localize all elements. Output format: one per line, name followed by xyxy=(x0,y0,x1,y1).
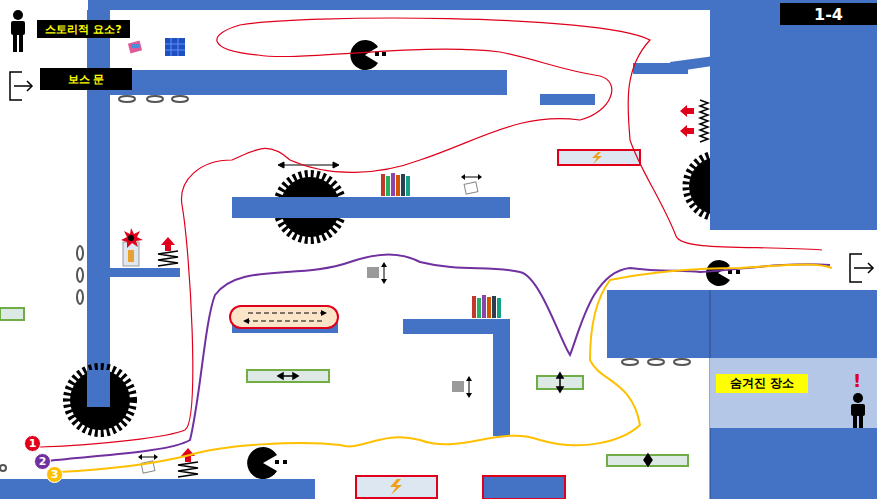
conveyor xyxy=(230,306,338,328)
bomb-item xyxy=(121,228,143,266)
callout-number: 1 xyxy=(24,435,41,452)
story-tag: 스토리적 요소? xyxy=(37,20,130,38)
level-number: 1-4 xyxy=(780,3,877,25)
alert-mark: ! xyxy=(853,370,861,391)
note-items xyxy=(138,174,482,473)
crowd xyxy=(381,173,501,318)
story-items xyxy=(128,38,185,56)
node-text: 3 xyxy=(51,468,59,481)
boss-door-tag: 보스 문 xyxy=(40,68,132,90)
node-text: 1-4 xyxy=(814,5,843,24)
pacman-enemies xyxy=(247,40,740,479)
node-text: 스토리적 요소? xyxy=(45,22,121,37)
platform-arrows xyxy=(278,373,652,466)
exit-icons xyxy=(10,72,873,282)
gray-blocks xyxy=(367,262,472,398)
route-lines xyxy=(40,18,832,472)
person-icons xyxy=(11,10,865,428)
saw-blades xyxy=(67,150,770,433)
chains xyxy=(0,96,690,471)
node-text: 숨겨진 장소 xyxy=(730,375,794,392)
callout-number: 3 xyxy=(46,466,63,483)
hidden-area xyxy=(710,358,877,428)
hidden-area-tag: 숨겨진 장소 xyxy=(716,374,808,393)
node-text: 1 xyxy=(29,437,37,450)
node-text: 보스 문 xyxy=(68,72,105,87)
node-text: 2 xyxy=(39,455,47,468)
moving-platforms xyxy=(0,308,688,466)
